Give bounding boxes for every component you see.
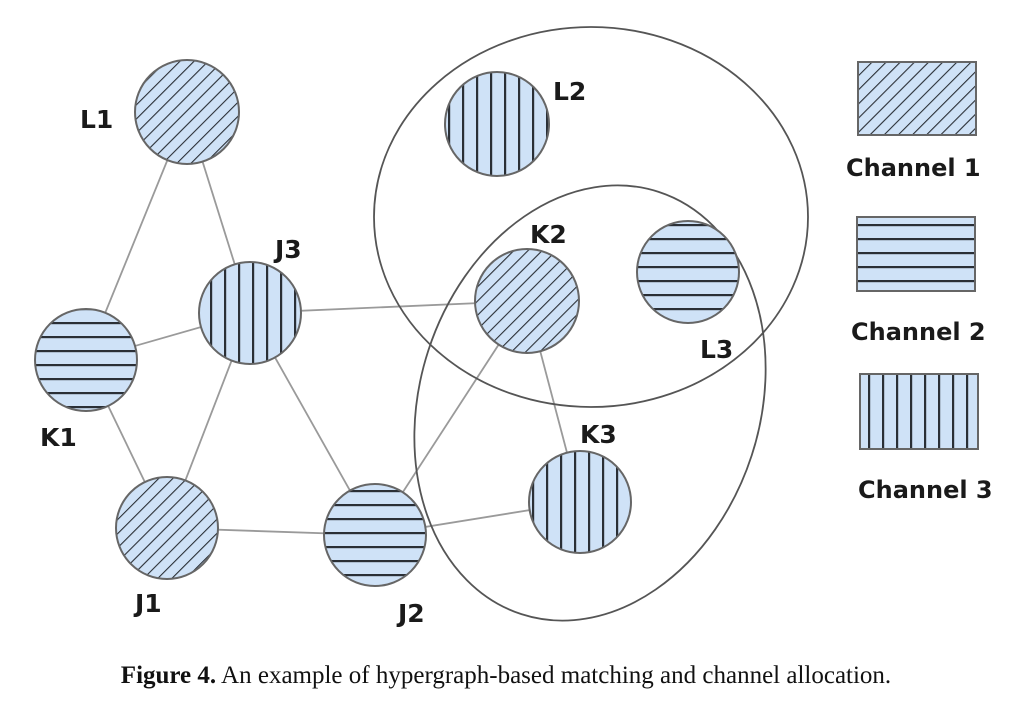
node-label-l3: L3	[700, 335, 733, 364]
legend-item-channel-2: Channel 2	[851, 216, 986, 346]
legend-item-channel-3: Channel 3	[858, 373, 993, 504]
node-k1: K1	[34, 308, 138, 452]
legend-swatch-channel-3	[859, 373, 979, 450]
node-circle-k2	[474, 248, 580, 354]
legend-label-channel-2: Channel 2	[851, 318, 986, 346]
node-circle-j2	[323, 483, 427, 587]
node-circle-l1	[134, 59, 240, 165]
figure-label: Figure 4.	[120, 662, 217, 689]
node-label-k2: K2	[530, 220, 567, 249]
node-j1: J1	[115, 476, 219, 618]
node-label-k3: K3	[580, 420, 617, 449]
hyperedge-upper	[373, 26, 809, 408]
legend-swatch-channel-1	[857, 61, 977, 136]
node-l3: L3	[636, 220, 740, 364]
legend-item-channel-1: Channel 1	[846, 61, 981, 182]
node-label-j2: J2	[396, 599, 425, 628]
node-label-l2: L2	[553, 77, 586, 106]
node-k3: K3	[528, 420, 632, 554]
node-label-j1: J1	[133, 589, 162, 618]
node-label-l1: L1	[80, 105, 113, 134]
node-circle-j1	[115, 476, 219, 580]
node-circle-k1	[34, 308, 138, 412]
node-circle-l3	[636, 220, 740, 324]
node-circle-l2	[444, 71, 550, 177]
node-l2: L2	[444, 71, 586, 177]
node-l1: L1	[80, 59, 240, 165]
figure-caption: Figure 4. An example of hypergraph-based…	[0, 662, 1012, 690]
node-circle-j3	[198, 261, 302, 365]
node-j3: J3	[198, 235, 302, 365]
node-circle-k3	[528, 450, 632, 554]
node-k2: K2	[474, 220, 580, 354]
legend: Channel 1 Channel 2 Channel 3	[846, 61, 993, 504]
legend-swatch-channel-2	[856, 216, 976, 292]
node-label-k1: K1	[40, 423, 77, 452]
node-j2: J2	[323, 483, 427, 628]
node-label-j3: J3	[273, 235, 302, 264]
hyperedge-lower	[413, 184, 767, 622]
legend-label-channel-3: Channel 3	[858, 476, 993, 504]
hyperedges	[373, 26, 809, 622]
legend-label-channel-1: Channel 1	[846, 154, 981, 182]
figure-caption-text: An example of hypergraph-based matching …	[221, 662, 892, 689]
